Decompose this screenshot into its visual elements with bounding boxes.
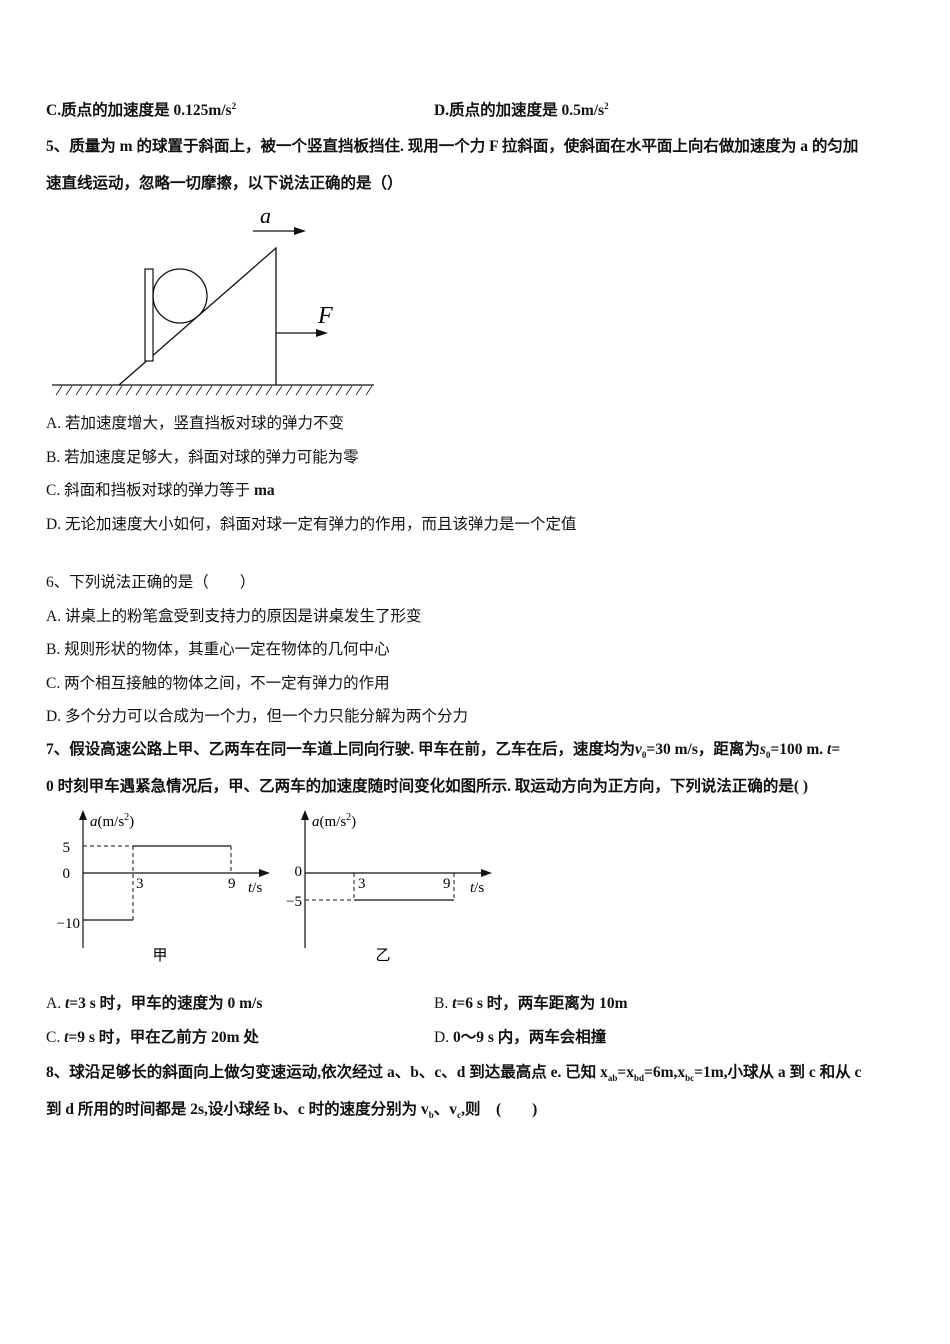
q6-option-a: A. 讲桌上的粉笔盒受到支持力的原因是讲桌发生了形变 <box>46 608 422 625</box>
option-prefix: B. <box>434 995 453 1012</box>
text: =x <box>617 1064 634 1081</box>
option-text: 质点的加速度是 <box>449 102 558 119</box>
text: a <box>796 138 812 155</box>
subscript: c <box>457 1110 462 1121</box>
svg-text:a(m/s2): a(m/s2) <box>312 812 356 830</box>
option-text: 质点的加速度是 <box>61 102 170 119</box>
text: 拉斜面，使斜面在水平面上向右做加速度为 <box>501 138 797 155</box>
text: =1m,小球从 a 到 c 和从 c <box>694 1064 862 1081</box>
q4-option-c: C.质点的加速度是 0.125m/s2 <box>46 101 236 121</box>
option-prefix: D. <box>434 1029 453 1046</box>
q7-stem-line2: 0 时刻甲车遇紧急情况后，甲、乙两车的加速度随时间变化如图所示. 取运动方向为正… <box>46 778 809 795</box>
text: F <box>485 138 502 155</box>
text: 、v <box>433 1101 458 1118</box>
subscript: 0 <box>765 750 771 761</box>
q6-option-c: C. 两个相互接触的物体之间，不一定有弹力的作用 <box>46 675 390 692</box>
option-text-bold: ma <box>250 482 275 499</box>
text: 的球置于斜面上，被一个竖直挡板挡住. 现用一个力 <box>136 138 486 155</box>
var-s: s <box>759 741 766 758</box>
text: ,则 ( ) <box>461 1101 538 1118</box>
text: =6m,x <box>644 1064 686 1081</box>
var-v: v <box>635 741 642 758</box>
q5-option-d: D. 无论加速度大小如何，斜面对球一定有弹力的作用，而且该弹力是一个定值 <box>46 516 577 533</box>
svg-text:9: 9 <box>443 876 451 892</box>
q6-stem: 6、下列说法正确的是（ ） <box>46 574 256 591</box>
q6-option-d: D. 多个分力可以合成为一个力，但一个力只能分解为两个分力 <box>46 708 468 725</box>
svg-text:−5: −5 <box>286 894 302 910</box>
svg-text:−10: −10 <box>57 916 80 932</box>
q4-option-d: D.质点的加速度是 0.5m/s2 <box>434 101 609 121</box>
subscript: bc <box>685 1073 695 1084</box>
svg-text:t/s: t/s <box>470 880 484 896</box>
subscript: 0 <box>641 750 647 761</box>
q7-option-a: A. t=3 s 时，甲车的速度为 0 m/s <box>46 994 262 1014</box>
option-value: 0.125m/s <box>173 102 232 119</box>
superscript: 2 <box>231 100 237 111</box>
option-text: 0～9 s 内，两车会相撞 <box>452 1029 607 1046</box>
text: =100 m. <box>770 741 824 758</box>
var-t: t <box>64 995 70 1012</box>
chart-yi: a(m/s2) 0 −5 3 9 t/s 乙 <box>286 810 492 964</box>
svg-text:3: 3 <box>136 876 144 892</box>
q5-stem-line1: 5、质量为 m 的球置于斜面上，被一个竖直挡板挡住. 现用一个力 F 拉斜面，使… <box>46 137 858 157</box>
option-text: =9 s 时，甲在乙前方 20m 处 <box>68 1029 259 1046</box>
q7-option-d: D. 0～9 s 内，两车会相撞 <box>434 1028 606 1048</box>
svg-text:9: 9 <box>228 876 236 892</box>
text: 5、质量为 <box>46 138 116 155</box>
svg-text:t/s: t/s <box>248 880 262 896</box>
svg-text:5: 5 <box>63 840 71 856</box>
var-t: t <box>64 1029 69 1046</box>
superscript: 2 <box>604 100 609 111</box>
chart-title: 乙 <box>375 948 390 964</box>
subscript: bd <box>634 1073 645 1084</box>
option-text: C. 斜面和挡板对球的弹力等于 <box>46 482 251 499</box>
svg-text:3: 3 <box>358 876 366 892</box>
q7-option-c: C. t=9 s 时，甲在乙前方 20m 处 <box>46 1028 259 1048</box>
q5-stem-line2: 速直线运动，忽略一切摩擦，以下说法正确的是（） <box>46 175 403 192</box>
q5-option-c: C. 斜面和挡板对球的弹力等于 ma <box>46 481 275 501</box>
option-prefix: C. <box>46 1029 65 1046</box>
ball <box>152 268 208 324</box>
q8-stem-line2: 到 d 所用的时间都是 2s,设小球经 b、c 时的速度分别为 vb、vc,则 … <box>46 1100 537 1120</box>
q8-stem-line1: 8、球沿足够长的斜面向上做匀变速运动,依次经过 a、b、c、d 到达最高点 e.… <box>46 1063 861 1083</box>
chart-title: 甲 <box>152 948 167 964</box>
chart-jia: a(m/s2) 5 0 −10 3 9 t/s 甲 <box>57 810 270 964</box>
ground-hatch <box>55 385 373 396</box>
vertical-board <box>144 268 154 362</box>
svg-text:0: 0 <box>63 866 71 882</box>
q5-option-b: B. 若加速度足够大，斜面对球的弹力可能为零 <box>46 449 359 466</box>
text: =30 m/s，距离为 <box>646 741 760 758</box>
text: 8、球沿足够长的斜面向上做匀变速运动,依次经过 a、b、c、d 到达最高点 e.… <box>46 1064 608 1081</box>
var-t: t <box>823 741 832 758</box>
text: 的匀加 <box>811 138 859 155</box>
label-a: a <box>260 203 271 228</box>
subscript: b <box>428 1110 434 1121</box>
q6-option-b: B. 规则形状的物体，其重心一定在物体的几何中心 <box>46 641 390 658</box>
subscript: ab <box>607 1073 618 1084</box>
incline-wedge <box>118 246 277 386</box>
text: 7、假设高速公路上甲、乙两车在同一车道上同向行驶. 甲车在前，乙车在后，速度均为 <box>46 741 636 758</box>
q5-incline-figure: a F <box>52 203 374 396</box>
svg-text:0: 0 <box>295 864 303 880</box>
label-f: F <box>317 303 333 329</box>
option-text: =3 s 时，甲车的速度为 0 m/s <box>69 995 263 1012</box>
text: = <box>831 741 841 758</box>
q7-option-b: B. t=6 s 时，两车距离为 10m <box>434 994 628 1014</box>
option-prefix: A. <box>46 995 65 1012</box>
text: m <box>115 138 137 155</box>
q7-stem-line1: 7、假设高速公路上甲、乙两车在同一车道上同向行驶. 甲车在前，乙车在后，速度均为… <box>46 740 840 760</box>
option-prefix: D. <box>434 102 450 119</box>
q5-option-a: A. 若加速度增大，竖直挡板对球的弹力不变 <box>46 415 344 432</box>
var-t: t <box>452 995 457 1012</box>
option-text: =6 s 时，两车距离为 10m <box>456 995 628 1012</box>
svg-text:a(m/s2): a(m/s2) <box>90 812 134 830</box>
option-value: 0.5m/s <box>561 102 605 119</box>
option-prefix: C. <box>46 102 62 119</box>
text: 到 d 所用的时间都是 2s,设小球经 b、c 时的速度分别为 v <box>46 1101 429 1118</box>
